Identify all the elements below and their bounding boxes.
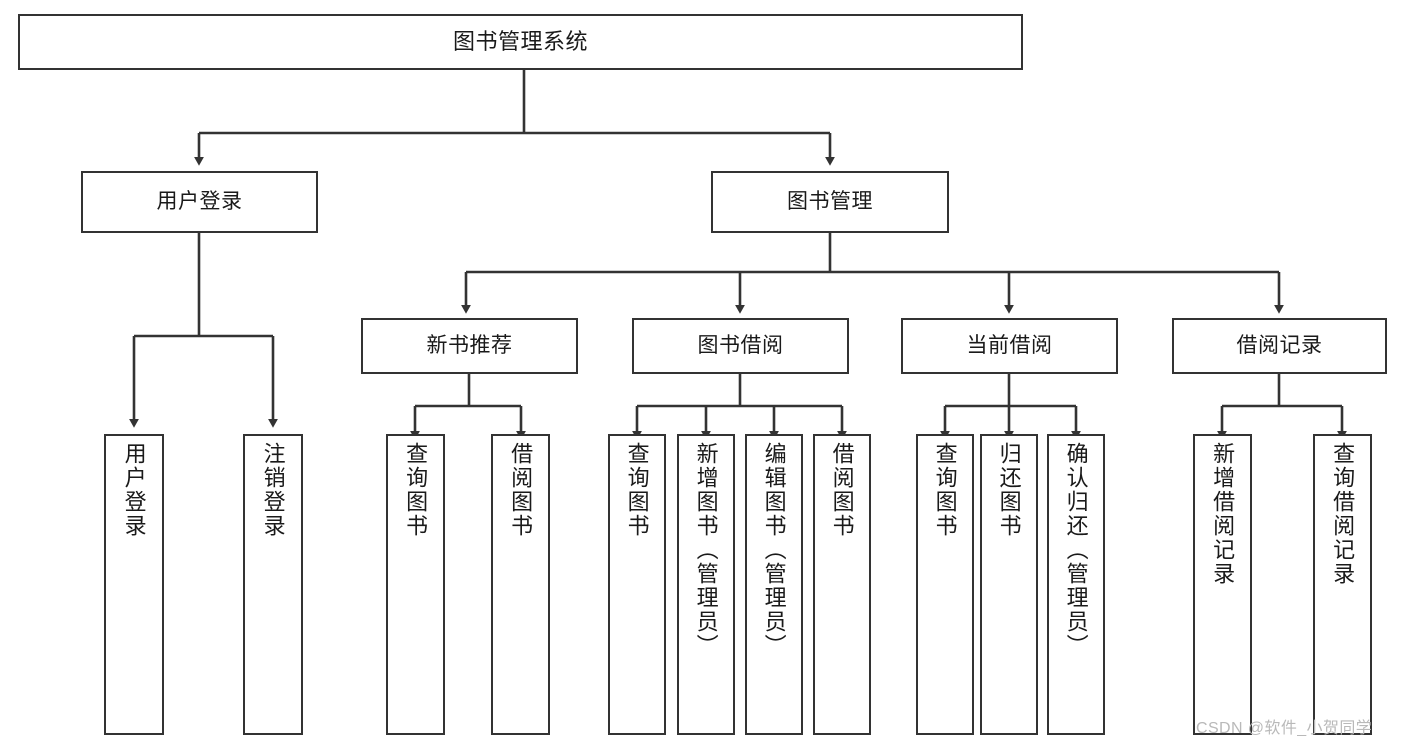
node-leaf-borrow-book-1[interactable]: 借阅图书 bbox=[491, 434, 550, 735]
node-label: 确认归还（管理员） bbox=[1063, 442, 1089, 658]
node-leaf-query-book-1[interactable]: 查询图书 bbox=[386, 434, 445, 735]
node-label: 新书推荐 bbox=[426, 333, 513, 357]
node-label: 当前借阅 bbox=[966, 333, 1053, 357]
node-label: 编辑图书（管理员） bbox=[761, 442, 787, 658]
node-book-manage[interactable]: 图书管理 bbox=[711, 171, 949, 233]
node-leaf-edit-book[interactable]: 编辑图书（管理员） bbox=[745, 434, 803, 735]
node-leaf-borrow-book-2[interactable]: 借阅图书 bbox=[813, 434, 871, 735]
node-book-borrow[interactable]: 图书借阅 bbox=[632, 318, 849, 374]
node-label: 查询图书 bbox=[932, 442, 958, 538]
node-leaf-query-book-3[interactable]: 查询图书 bbox=[916, 434, 974, 735]
node-leaf-confirm-return[interactable]: 确认归还（管理员） bbox=[1047, 434, 1105, 735]
node-label: 查询图书 bbox=[624, 442, 650, 538]
node-new-book-recommend[interactable]: 新书推荐 bbox=[361, 318, 578, 374]
node-leaf-query-book-2[interactable]: 查询图书 bbox=[608, 434, 666, 735]
node-label: 用户登录 bbox=[121, 442, 147, 538]
node-leaf-add-book[interactable]: 新增图书（管理员） bbox=[677, 434, 735, 735]
node-leaf-return-book[interactable]: 归还图书 bbox=[980, 434, 1038, 735]
node-current-borrow[interactable]: 当前借阅 bbox=[901, 318, 1118, 374]
node-label: 图书借阅 bbox=[697, 333, 784, 357]
node-user-login[interactable]: 用户登录 bbox=[81, 171, 318, 233]
node-label: 借阅图书 bbox=[829, 442, 855, 538]
node-borrow-record[interactable]: 借阅记录 bbox=[1172, 318, 1387, 374]
node-label: 注销登录 bbox=[260, 442, 286, 538]
csdn-watermark: CSDN @软件_小贺同学 bbox=[1196, 720, 1373, 737]
node-leaf-user-login[interactable]: 用户登录 bbox=[104, 434, 164, 735]
node-label: 归还图书 bbox=[996, 442, 1022, 538]
node-label: 图书管理系统 bbox=[452, 29, 588, 55]
node-leaf-query-record[interactable]: 查询借阅记录 bbox=[1313, 434, 1372, 735]
node-leaf-add-record[interactable]: 新增借阅记录 bbox=[1193, 434, 1252, 735]
node-label: 新增借阅记录 bbox=[1210, 442, 1236, 586]
node-root-library-system[interactable]: 图书管理系统 bbox=[18, 14, 1023, 70]
node-label: 借阅图书 bbox=[508, 442, 534, 538]
node-label: 借阅记录 bbox=[1236, 333, 1323, 357]
node-label: 图书管理 bbox=[787, 189, 873, 213]
node-leaf-logout-login[interactable]: 注销登录 bbox=[243, 434, 303, 735]
node-label: 新增图书（管理员） bbox=[693, 442, 719, 658]
node-label: 查询借阅记录 bbox=[1330, 442, 1356, 586]
node-label: 用户登录 bbox=[156, 189, 243, 213]
node-label: 查询图书 bbox=[403, 442, 429, 538]
